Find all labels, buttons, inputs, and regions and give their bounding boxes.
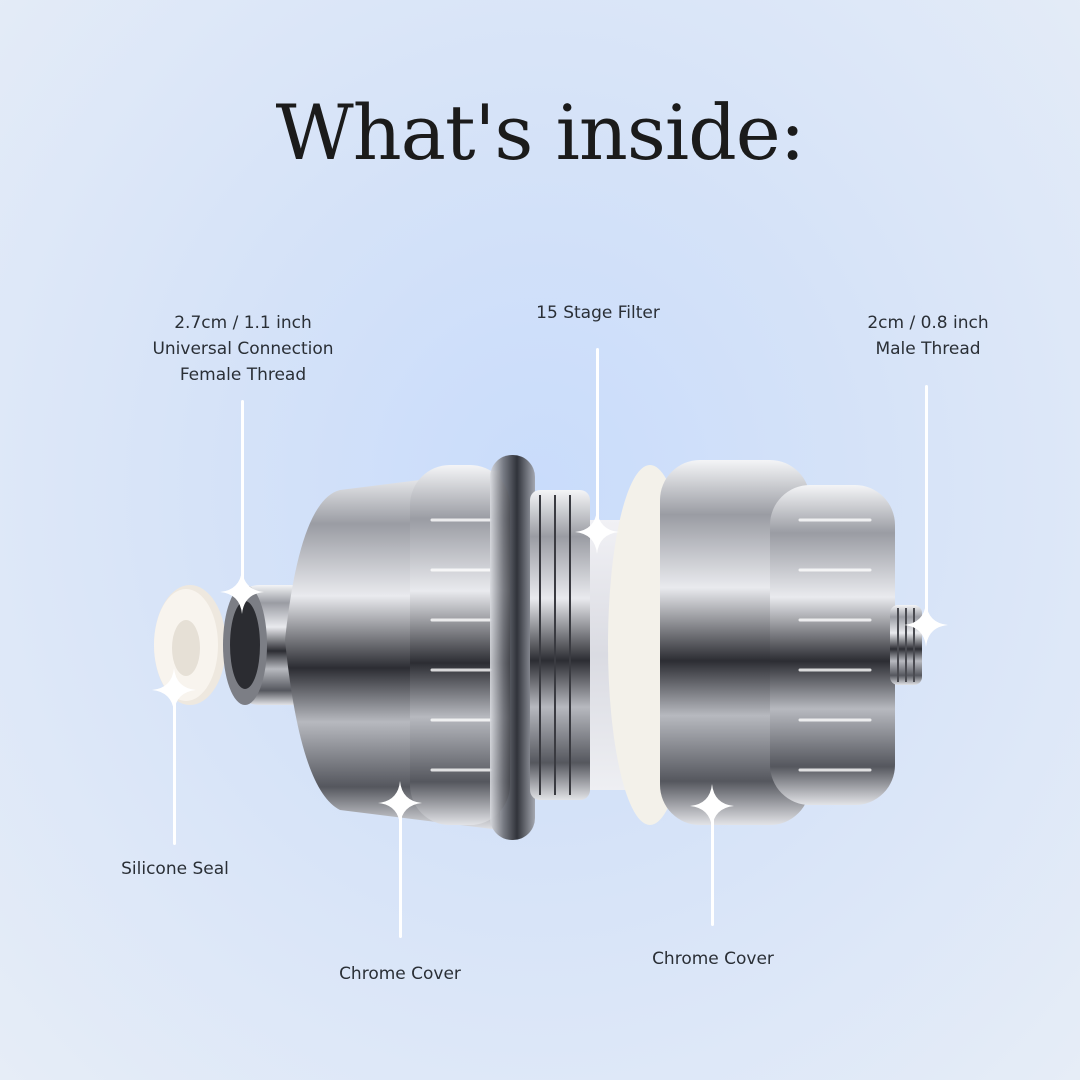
stage-filter-label: 15 Stage Filter (508, 300, 688, 326)
chrome-cover-right-pointer (711, 800, 714, 926)
page-title: What's inside: (275, 88, 806, 177)
silicone-seal-text: Silicone Seal (121, 859, 229, 879)
silicone-seal-pointer (173, 690, 176, 845)
chrome-cover-left-text: Chrome Cover (339, 964, 461, 984)
stage-filter-pointer (596, 348, 599, 530)
silicone-seal-label: Silicone Seal (100, 856, 250, 882)
chrome-cover-left-pointer (399, 800, 402, 938)
female-thread-pointer (241, 400, 244, 590)
female-thread-label: 2.7cm / 1.1 inch Universal Connection Fe… (148, 310, 338, 388)
male-thread-label: 2cm / 0.8 inch Male Thread (848, 310, 1008, 362)
male-thread-size: 2cm / 0.8 inch (867, 313, 989, 333)
male-thread-type: Male Thread (875, 339, 981, 359)
female-thread-type: Female Thread (179, 365, 307, 385)
male-thread-pointer (925, 385, 928, 623)
chrome-cover-right-text: Chrome Cover (652, 949, 774, 969)
chrome-cover-left-label: Chrome Cover (320, 961, 480, 987)
left-chrome-cover-part (285, 455, 590, 840)
right-chrome-cover-part (608, 460, 895, 825)
stage-filter-text: 15 Stage Filter (536, 303, 660, 323)
chrome-cover-right-label: Chrome Cover (633, 946, 793, 972)
female-thread-connection: Universal Connection (152, 339, 334, 359)
silicone-seal-part (154, 585, 226, 705)
female-thread-size: 2.7cm / 1.1 inch (174, 313, 312, 333)
